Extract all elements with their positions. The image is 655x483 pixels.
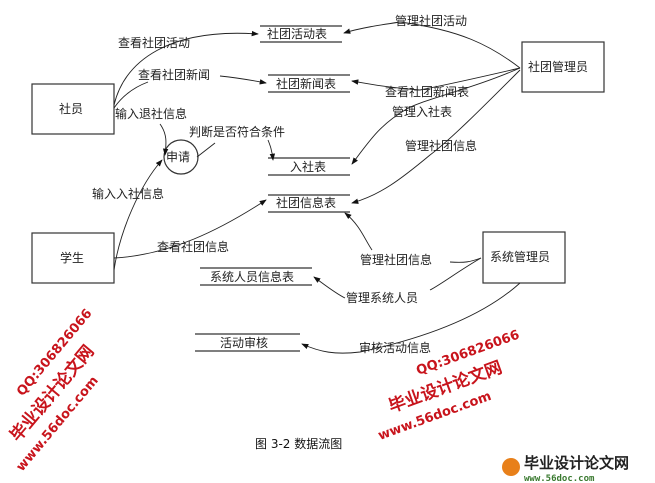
flow-manage-info: 管理社团信息 [405,138,477,153]
store-lines [195,25,350,352]
flow-view-news-table: 查看社团新闻表 [385,84,469,99]
store-join: 入社表 [290,159,326,174]
entity-sys-admin-label: 系统管理员 [490,249,550,264]
watermark-left: www.56doc.com 毕业设计论文网 QQ:306826066 [6,306,102,474]
flow-quit-info: 输入退社信息 [115,106,187,121]
store-info: 社团信息表 [276,195,336,210]
store-review: 活动审核 [220,335,268,350]
process-apply-label: 申请 [166,150,190,164]
entity-member-box [31,83,115,135]
entity-member-label: 社员 [59,101,83,116]
logo-title: 毕业设计论文网 [524,454,629,472]
flow-manage-info-2: 管理社团信息 [360,252,432,267]
store-staff: 系统人员信息表 [210,269,294,284]
flow-view-info: 查看社团信息 [157,239,229,254]
flow-arrows [113,21,521,354]
flow-join-info: 输入入社信息 [92,186,164,201]
entity-student-label: 学生 [60,250,84,265]
flow-manage-activity: 管理社团活动 [395,13,467,28]
flow-view-news: 查看社团新闻 [138,67,210,82]
flow-review-info: 审核活动信息 [359,340,431,355]
entity-club-admin-label: 社团管理员 [528,59,588,74]
process-apply-circle [163,139,199,175]
entity-club-admin-box [521,41,605,93]
logo-url: www.56doc.com [524,474,595,483]
store-activity: 社团活动表 [267,26,327,41]
flow-manage-join: 管理入社表 [392,104,452,119]
figure-caption: 图 3-2 数据流图 [255,436,342,451]
store-news: 社团新闻表 [276,76,336,91]
flow-view-activity: 查看社团活动 [118,35,190,50]
entity-sys-admin-box [482,231,566,284]
site-logo: 毕业设计论文网 www.56doc.com [502,454,629,483]
logo-globe-icon [502,458,520,476]
flow-manage-staff: 管理系统人员 [346,290,418,305]
flow-check: 判断是否符合条件 [189,124,285,139]
